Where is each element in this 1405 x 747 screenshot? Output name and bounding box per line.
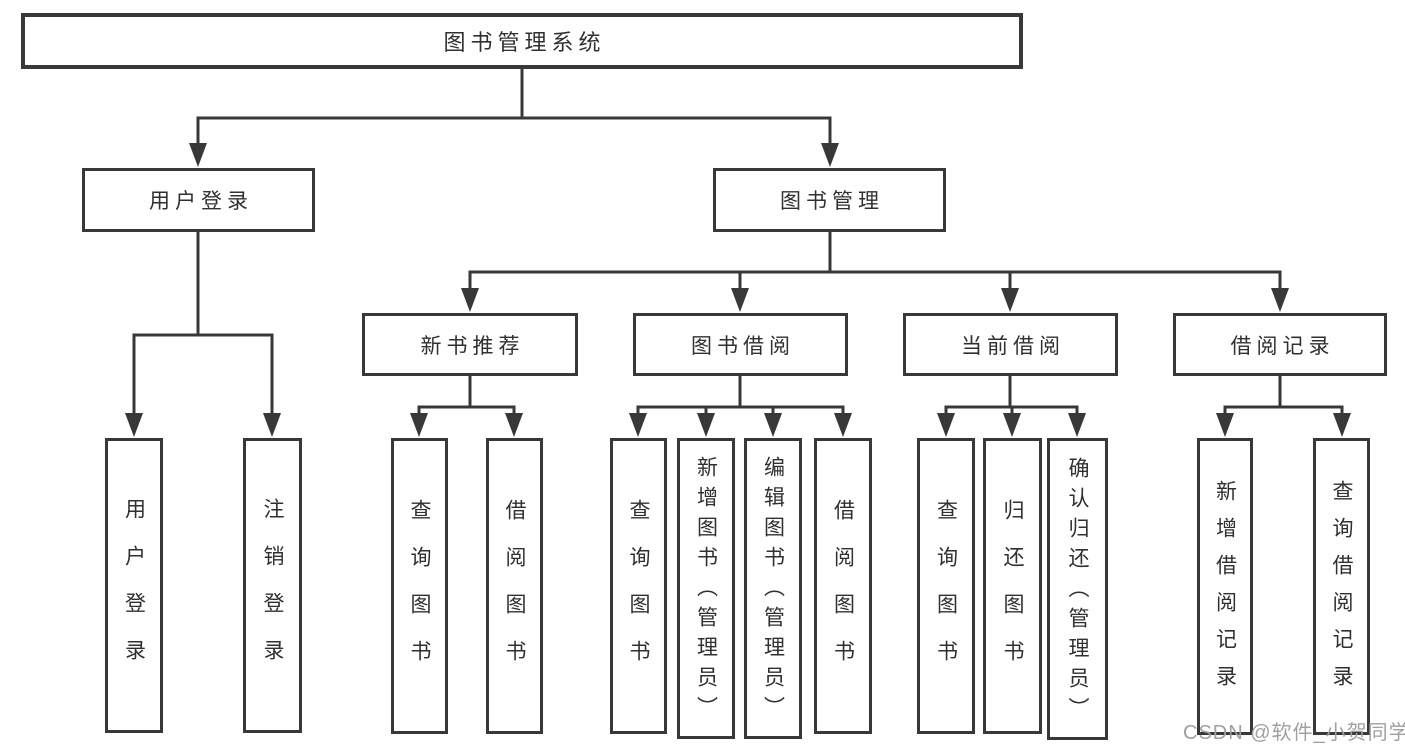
leaf-logout: 注销登录	[243, 438, 302, 733]
node-label: 借阅图书	[831, 498, 855, 687]
connector-root-to-level2	[189, 69, 839, 167]
node-label: 图书借阅	[691, 334, 795, 358]
node-label: 注销登录	[261, 498, 284, 686]
csdn-watermark: CSDN @软件_小贺同学	[1183, 722, 1405, 744]
leaf-bb-borrow-books: 借阅图书	[814, 438, 872, 734]
connector-user-login-branch	[125, 232, 281, 437]
connector-borrow-records	[1216, 376, 1351, 437]
leaf-br-query-record: 查询借阅记录	[1313, 438, 1370, 735]
node-book-borrow: 图书借阅	[633, 313, 848, 376]
connector-book-borrow	[629, 376, 852, 437]
leaf-br-add-record: 新增借阅记录	[1197, 438, 1253, 735]
leaf-bb-query-books: 查询图书	[610, 438, 667, 734]
node-label: 确认归还（管理员）	[1066, 456, 1089, 727]
connector-book-management-branch	[461, 232, 1289, 312]
leaf-user-login: 用户登录	[105, 438, 163, 733]
node-label: 归还图书	[1001, 498, 1024, 687]
connector-current-borrow	[937, 376, 1086, 437]
node-label: 查询图书	[934, 498, 958, 687]
leaf-nbr-borrow-books: 借阅图书	[486, 438, 543, 734]
node-new-book-recommend: 新书推荐	[362, 313, 578, 376]
leaf-cb-return-books: 归还图书	[983, 438, 1042, 734]
node-user-login-branch: 用户登录	[82, 168, 315, 232]
node-label: 图书管理	[780, 190, 884, 213]
node-book-management-branch: 图书管理	[713, 168, 946, 232]
leaf-bb-edit-books-admin: 编辑图书（管理员）	[744, 438, 802, 739]
node-label: 新书推荐	[420, 334, 525, 358]
leaf-bb-add-books-admin: 新增图书（管理员）	[677, 438, 735, 739]
node-label: 借阅记录	[1230, 334, 1335, 358]
node-label: 新增图书（管理员）	[694, 456, 718, 726]
node-label: 查询图书	[627, 498, 650, 687]
leaf-nbr-query-books: 查询图书	[391, 438, 448, 734]
node-library-management-system: 图书管理系统	[21, 13, 1023, 69]
connector-new-book-recommend	[410, 376, 523, 437]
node-borrow-records: 借阅记录	[1173, 313, 1387, 376]
node-current-borrow: 当前借阅	[903, 313, 1118, 376]
node-label: 用户登录	[122, 498, 146, 686]
node-label: 新增借阅记录	[1213, 479, 1237, 702]
node-label: 借阅图书	[503, 498, 526, 687]
leaf-cb-confirm-return-admin: 确认归还（管理员）	[1047, 438, 1108, 740]
node-label: 当前借阅	[961, 334, 1065, 358]
leaf-cb-query-books: 查询图书	[917, 438, 975, 734]
node-label: 图书管理系统	[443, 30, 606, 55]
node-label: 查询图书	[408, 498, 431, 687]
node-label: 用户登录	[149, 190, 253, 213]
node-label: 编辑图书（管理员）	[761, 456, 785, 726]
node-label: 查询借阅记录	[1330, 479, 1353, 702]
